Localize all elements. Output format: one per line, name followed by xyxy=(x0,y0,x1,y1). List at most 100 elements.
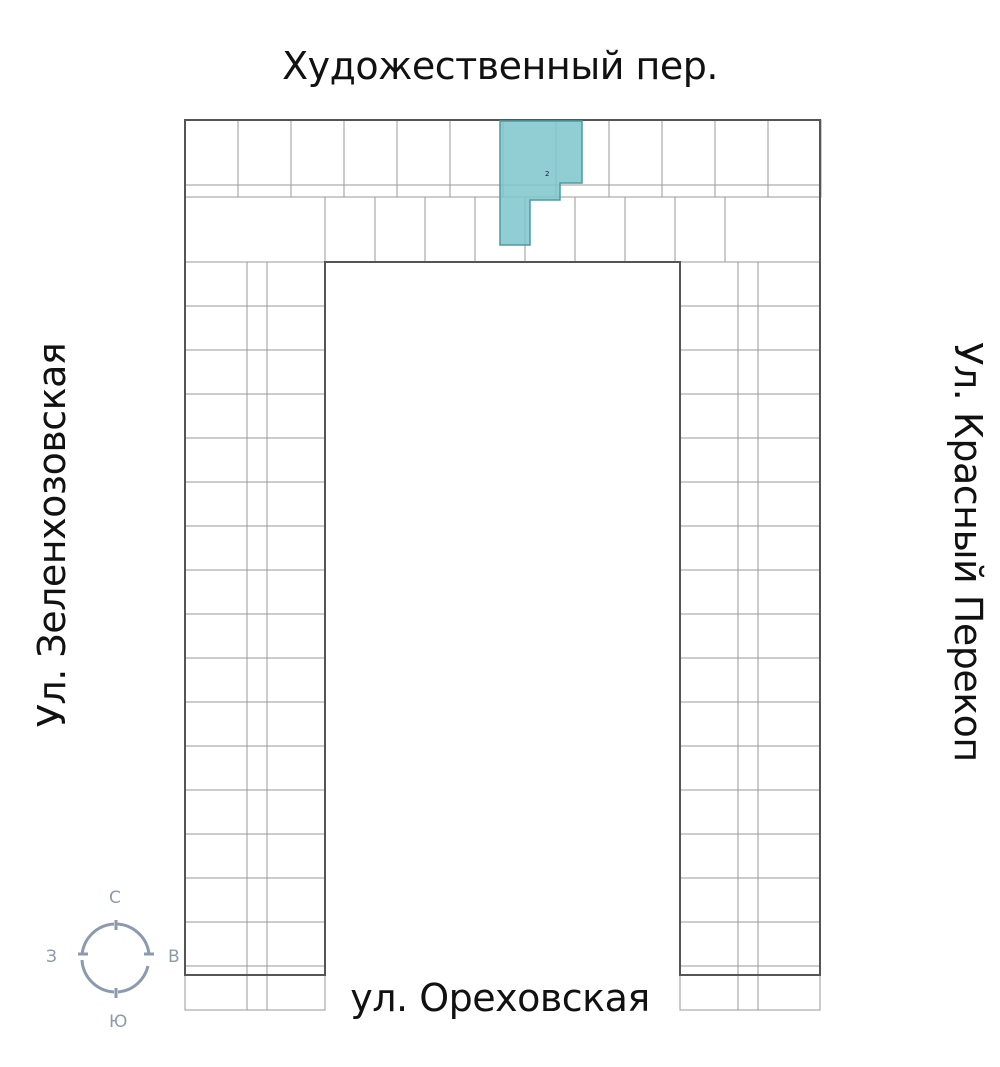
room xyxy=(757,657,821,703)
room xyxy=(757,789,821,835)
room xyxy=(737,613,759,659)
room xyxy=(246,745,268,791)
room xyxy=(266,349,326,395)
room xyxy=(714,184,769,198)
room xyxy=(266,525,326,571)
room xyxy=(737,789,759,835)
room xyxy=(679,613,739,659)
room xyxy=(184,305,248,351)
room xyxy=(757,437,821,483)
room xyxy=(679,877,739,923)
selected-apartment[interactable] xyxy=(499,120,583,246)
apartment-grid xyxy=(184,119,822,1011)
room xyxy=(524,196,576,263)
room xyxy=(266,701,326,747)
room xyxy=(737,349,759,395)
room xyxy=(608,184,663,198)
room xyxy=(184,657,248,703)
room xyxy=(661,119,716,186)
room xyxy=(679,569,739,615)
room xyxy=(679,657,739,703)
room xyxy=(184,184,239,198)
room xyxy=(246,525,268,571)
building-outline xyxy=(184,119,821,976)
room xyxy=(246,833,268,879)
room xyxy=(757,481,821,527)
room xyxy=(574,196,626,263)
room xyxy=(246,261,268,307)
room xyxy=(246,789,268,835)
room xyxy=(737,833,759,879)
room xyxy=(184,877,248,923)
room xyxy=(737,965,759,1011)
room xyxy=(624,196,676,263)
room xyxy=(757,261,821,307)
room xyxy=(290,184,345,198)
room xyxy=(737,701,759,747)
room xyxy=(246,393,268,439)
compass-west-label: З xyxy=(46,947,57,967)
compass-east-label: В xyxy=(168,947,180,967)
room xyxy=(737,525,759,571)
room xyxy=(757,569,821,615)
room xyxy=(290,119,345,186)
room xyxy=(246,657,268,703)
room xyxy=(184,921,248,967)
room xyxy=(266,833,326,879)
room xyxy=(767,119,822,186)
room xyxy=(184,833,248,879)
room xyxy=(184,965,248,1011)
room xyxy=(246,613,268,659)
room xyxy=(266,877,326,923)
room xyxy=(757,525,821,571)
room xyxy=(184,569,248,615)
room xyxy=(266,437,326,483)
street-label-south: ул. Ореховская xyxy=(350,976,650,1020)
room xyxy=(266,261,326,307)
room xyxy=(737,481,759,527)
room xyxy=(757,965,821,1011)
room xyxy=(184,789,248,835)
room xyxy=(767,184,822,198)
room xyxy=(246,701,268,747)
room xyxy=(184,261,248,307)
room xyxy=(266,921,326,967)
room xyxy=(679,437,739,483)
room xyxy=(757,877,821,923)
room xyxy=(737,437,759,483)
room xyxy=(266,789,326,835)
room xyxy=(757,701,821,747)
room xyxy=(679,525,739,571)
room xyxy=(679,965,739,1011)
room xyxy=(449,119,504,186)
room xyxy=(757,305,821,351)
room xyxy=(679,481,739,527)
room xyxy=(246,481,268,527)
room xyxy=(184,437,248,483)
room xyxy=(679,745,739,791)
room xyxy=(714,119,769,186)
compass xyxy=(78,920,154,998)
room xyxy=(737,657,759,703)
room xyxy=(237,184,292,198)
room xyxy=(679,393,739,439)
room xyxy=(184,701,248,747)
room xyxy=(184,349,248,395)
room xyxy=(184,393,248,439)
room xyxy=(737,877,759,923)
room xyxy=(449,184,504,198)
compass-north-label: С xyxy=(109,888,121,908)
room xyxy=(737,921,759,967)
compass-south-label: Ю xyxy=(109,1012,128,1032)
room xyxy=(343,119,398,186)
room xyxy=(396,184,451,198)
room xyxy=(661,184,716,198)
room xyxy=(266,569,326,615)
room xyxy=(374,196,426,263)
room xyxy=(679,349,739,395)
room xyxy=(184,119,239,186)
room xyxy=(757,921,821,967)
room xyxy=(266,393,326,439)
room xyxy=(246,305,268,351)
